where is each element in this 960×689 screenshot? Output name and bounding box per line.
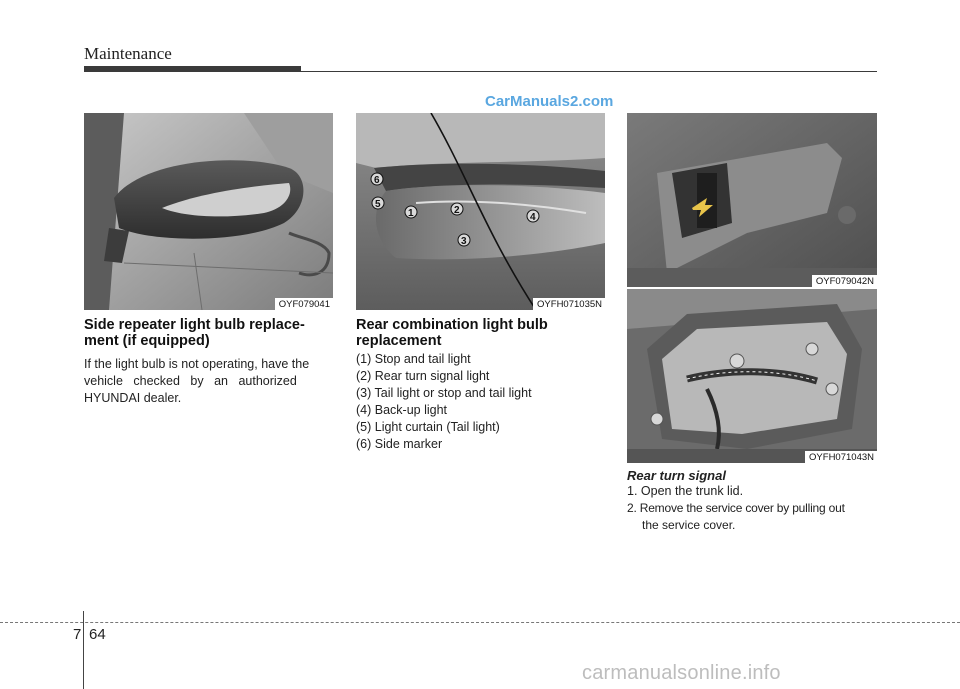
trunk-lid-illustration xyxy=(627,113,877,287)
callout-6 xyxy=(370,172,384,186)
callout-label-3: 3 xyxy=(461,236,467,247)
side-repeater-heading-line1: Side repeater light bulb replace- xyxy=(84,317,305,333)
column-2-text: Rear combination light bulb replacement … xyxy=(356,317,606,453)
callout-4 xyxy=(526,209,540,223)
side-repeater-body-line2: vehicle checked by an authorized xyxy=(84,374,297,388)
bulb-list-item: (5) Light curtain (Tail light) xyxy=(356,420,500,434)
column-1-text: Side repeater light bulb replace- ment (… xyxy=(84,317,334,407)
page-number: 64 xyxy=(89,626,106,643)
mirror-illustration xyxy=(84,113,333,310)
callout-3 xyxy=(457,233,471,247)
service-cover-illustration xyxy=(627,289,877,463)
figure-code-rear-light: OYFH071035N xyxy=(533,298,605,310)
callout-label-5: 5 xyxy=(375,199,381,210)
watermark-bottom: carmanualsonline.info xyxy=(582,662,781,684)
side-repeater-heading-line2: ment (if equipped) xyxy=(84,333,210,349)
mirror-photo: OYF079041 xyxy=(84,113,333,310)
service-cover-photo: OYFH071043N xyxy=(627,289,877,463)
callout-1 xyxy=(404,205,418,219)
side-repeater-body-line3: HYUNDAI dealer. xyxy=(84,391,182,405)
step-1: 1. Open the trunk lid. xyxy=(627,484,744,498)
section-title: Maintenance xyxy=(84,44,172,63)
bulb-list-item: (1) Stop and tail light xyxy=(356,352,471,366)
column-3-text: Rear turn signal 1. Open the trunk lid. … xyxy=(627,468,879,534)
bulb-list-item: (3) Tail light or stop and tail light xyxy=(356,386,532,400)
header-rule-thin xyxy=(84,71,877,72)
footer-vertical-rule xyxy=(83,611,84,689)
header-rule-thick xyxy=(84,66,301,72)
figure-code-trunk-lid: OYF079042N xyxy=(811,275,877,287)
figure-code-service-cover: OYFH071043N xyxy=(805,451,877,463)
bulb-list-item: (6) Side marker xyxy=(356,437,443,451)
callout-label-1: 1 xyxy=(408,208,414,219)
rear-combination-heading-line2: replacement xyxy=(356,333,442,349)
callout-2 xyxy=(450,202,464,216)
figure-code-mirror: OYF079041 xyxy=(274,298,333,310)
footer-dashed-rule xyxy=(0,622,960,623)
rear-turn-signal-subheading: Rear turn signal xyxy=(627,468,726,483)
bulb-list-item: (2) Rear turn signal light xyxy=(356,369,490,383)
bulb-list-item: (4) Back-up light xyxy=(356,403,448,417)
rear-combination-heading-line1: Rear combination light bulb xyxy=(356,317,548,333)
side-repeater-body-line1: If the light bulb is not operating, have… xyxy=(84,357,310,371)
trunk-lid-photo: OYF079042N xyxy=(627,113,877,287)
callout-label-4: 4 xyxy=(530,212,536,223)
callout-5 xyxy=(371,196,385,210)
chapter-number: 7 xyxy=(73,626,82,643)
watermark-top: CarManuals2.com xyxy=(485,93,614,110)
rear-light-photo: 6 5 1 2 3 4 OYFH071035N xyxy=(356,113,605,310)
callout-label-6: 6 xyxy=(374,175,380,186)
step-2-line1: 2. Remove the service cover by pulling o… xyxy=(627,501,845,515)
callout-label-2: 2 xyxy=(454,205,460,216)
step-2-line2: the service cover. xyxy=(642,518,736,532)
rear-light-illustration: 6 5 1 2 3 4 xyxy=(356,113,605,310)
